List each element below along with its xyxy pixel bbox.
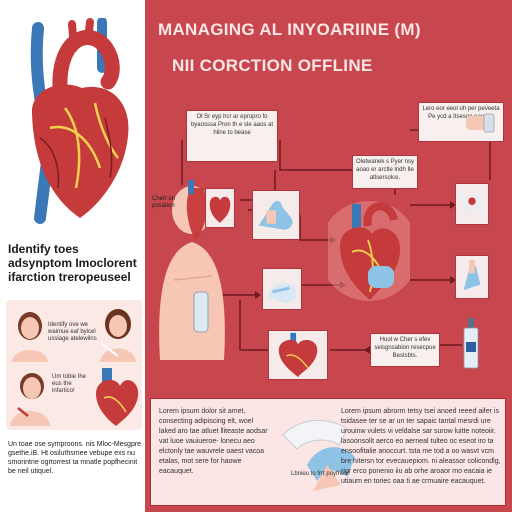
note-box: Ol Sr eyp hcr ar epropro fo byaosssa Pro…: [186, 110, 278, 162]
heart-icon: [209, 196, 231, 223]
heart-tile: [455, 183, 489, 225]
heart-icon: [96, 368, 139, 426]
glove-tile: [252, 190, 300, 240]
glove-tile: [455, 255, 489, 299]
bottom-text-right: Lorem ipsum abrorm tetsy tsei anoed reee…: [341, 408, 501, 485]
person-icon: [12, 312, 48, 362]
gloved-hand-icon: [282, 419, 355, 491]
bottom-text-left: Lorem ipsum dolor sit amet, consecting a…: [159, 408, 268, 475]
person-icon: [10, 373, 50, 426]
chart-label: Chert on posation: [152, 196, 176, 209]
heart-icon: [278, 332, 318, 378]
heart-tile: [268, 330, 328, 380]
bottom-caption: Lbnieu to frrt poyfhea!: [291, 471, 350, 477]
left-bottom-text: Un toae ose symproons. nis Mloc-Mesgpre …: [8, 441, 142, 475]
gloved-hand-icon: [258, 200, 293, 230]
anatomical-heart-icon: [30, 18, 129, 224]
page-subtitle: NII CORCTION OFFLINE: [172, 56, 373, 75]
callout-infarction: Um tobie Ihe eus the infartico!: [52, 374, 87, 394]
heart-tile: [205, 188, 235, 228]
page-title: MANAGING AL INYOARIINE (M): [158, 20, 421, 39]
callout-identify: Identify ove we waimue eaf byicel ussiag…: [48, 322, 97, 342]
bottle-icon: [463, 318, 479, 369]
note-box: Oletwanek s Pyer nsy aoao er arctle lndh…: [352, 155, 418, 189]
symptom-card: Identify ove we waimue eaf byicel ussiag…: [6, 300, 142, 430]
anatomical-heart-icon: [328, 201, 410, 301]
gloved-hand-icon: [268, 283, 297, 304]
gloved-hand-icon: [466, 113, 495, 133]
gloved-hand-icon: [458, 188, 484, 216]
glove-tile: [262, 268, 302, 310]
gloved-hand-icon: [463, 260, 481, 291]
bottom-panel: Lorem ipsum dolor sit amet, consecting a…: [150, 398, 506, 506]
person-icon: [100, 309, 136, 362]
left-heading: Identify toes adsynptom Imoclorent ifarc…: [8, 242, 137, 284]
note-box: Huol w Cher s efev seisgnsabion resecpue…: [370, 333, 440, 367]
patient-figure: [159, 180, 225, 360]
left-panel: Identify toes adsynptom Imoclorent ifarc…: [0, 0, 145, 512]
